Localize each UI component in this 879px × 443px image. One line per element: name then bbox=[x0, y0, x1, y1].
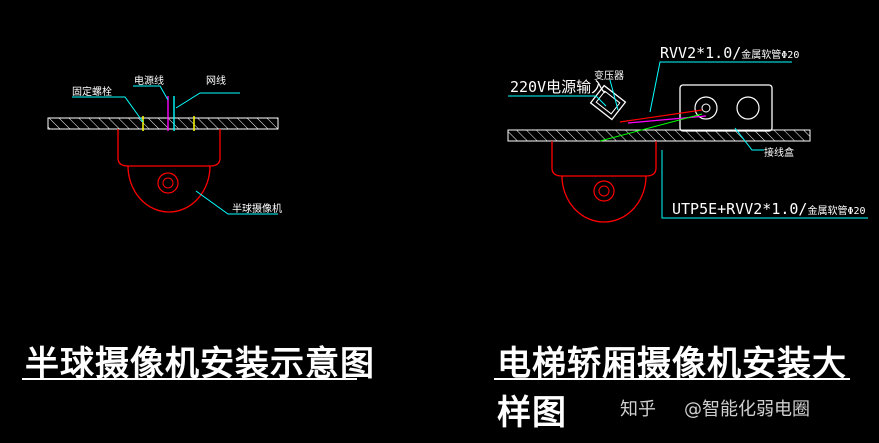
left-leader-power bbox=[133, 85, 169, 101]
left-leader-bolt bbox=[72, 96, 144, 123]
right-junction-hole-1 bbox=[694, 96, 718, 120]
right-ceiling-slab bbox=[507, 129, 811, 142]
left-diagram-title: 半球摄像机安装示意图 bbox=[25, 344, 375, 384]
right-camera-lens-outer bbox=[593, 180, 615, 202]
right-label-rvv-prefix: RVV2*1.0/ bbox=[660, 44, 742, 62]
right-junction-box bbox=[679, 84, 773, 132]
right-label-utp: UTP5E+RVV2*1.0/金属软管Φ20 bbox=[672, 200, 866, 218]
left-title-underline bbox=[22, 378, 357, 380]
left-camera-dome bbox=[127, 165, 211, 213]
right-leader-utp bbox=[661, 150, 868, 219]
left-camera-lens-outer bbox=[157, 172, 179, 194]
left-leader-network bbox=[175, 92, 240, 109]
left-camera-lens-inner bbox=[162, 177, 174, 189]
left-camera-base bbox=[117, 129, 221, 167]
right-leader-power-in bbox=[508, 95, 607, 107]
right-camera-base bbox=[551, 141, 657, 177]
right-cable-red bbox=[619, 109, 703, 123]
left-dome-camera-diagram bbox=[47, 85, 279, 215]
right-leader-transformer bbox=[609, 79, 619, 111]
right-leader-rvv bbox=[649, 61, 792, 113]
right-label-rvv-suffix: 金属软管Φ20 bbox=[741, 50, 800, 61]
right-camera-dome bbox=[561, 175, 647, 223]
right-transformer bbox=[589, 84, 627, 121]
left-label-camera: 半球摄像机 bbox=[232, 204, 282, 215]
left-label-network-cable: 网线 bbox=[206, 76, 226, 87]
watermark-author: @智能化弱电圈 bbox=[684, 399, 810, 420]
left-ceiling-slab bbox=[47, 117, 279, 130]
right-elevator-camera-diagram bbox=[507, 61, 868, 223]
right-diagram-title: 电梯轿厢摄像机安装大样图 bbox=[497, 344, 847, 433]
right-label-junction-box: 接线盒 bbox=[764, 148, 794, 159]
right-camera-lens-inner bbox=[598, 185, 610, 197]
right-label-utp-prefix: UTP5E+RVV2*1.0/ bbox=[672, 200, 808, 218]
right-cable-green bbox=[599, 113, 703, 142]
watermark-site: 知乎 bbox=[620, 399, 656, 420]
right-title-underline bbox=[494, 378, 850, 380]
right-cable-magenta bbox=[627, 115, 707, 124]
right-leader-junction bbox=[734, 127, 764, 151]
right-junction-hole-1-inner bbox=[701, 103, 711, 113]
left-label-fixing-bolt: 固定螺栓 bbox=[72, 87, 112, 98]
right-label-transformer: 变压器 bbox=[594, 71, 624, 82]
right-label-power-in: 220V电源输入 bbox=[510, 76, 606, 97]
right-label-rvv: RVV2*1.0/金属软管Φ20 bbox=[660, 44, 799, 62]
right-label-utp-suffix: 金属软管Φ20 bbox=[807, 206, 866, 217]
right-label-power-in-text: 220V电源输入 bbox=[510, 78, 607, 96]
left-label-power-cable: 电源线 bbox=[134, 76, 164, 87]
left-leader-camera bbox=[195, 190, 278, 215]
right-junction-hole-2 bbox=[736, 96, 760, 120]
